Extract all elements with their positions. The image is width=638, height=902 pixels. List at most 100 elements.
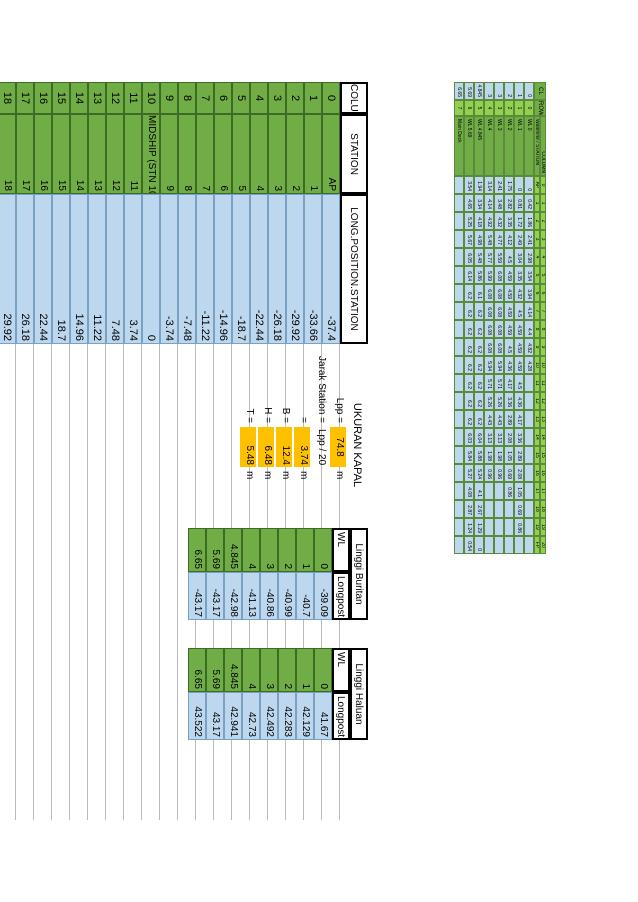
linggi_haluan-header-longpost: Longpost xyxy=(332,692,350,740)
station-long-position: -11.22 xyxy=(196,194,214,344)
offset-value: 2.41 xyxy=(494,176,504,194)
offset-value: 3.13 xyxy=(484,428,494,446)
offset-value: 4.92 xyxy=(484,212,494,230)
linggi_haluan-wl: 4.845 xyxy=(224,648,242,692)
station-long-position: -26.18 xyxy=(268,194,286,344)
offset-value: 3.13 xyxy=(494,428,504,446)
offset-value: 6.08 xyxy=(494,320,504,338)
offset-value: 0 xyxy=(524,176,534,194)
column-number: 7 xyxy=(540,302,546,320)
linggi_haluan-longpost: 42.73 xyxy=(242,692,260,740)
linggi_buritan-wl: 4 xyxy=(242,528,260,572)
station-long-position: -29.92 xyxy=(286,194,304,344)
offset-value: 4.59 xyxy=(514,356,524,374)
offset-value: 2.89 xyxy=(504,410,514,428)
offset-value: 4.82 xyxy=(524,338,534,356)
offset-value xyxy=(524,392,534,410)
linggi_haluan-longpost: 42.283 xyxy=(278,692,296,740)
offset-value xyxy=(454,410,464,428)
linggi_buritan-wl: 6.65 xyxy=(188,528,206,572)
offset-value: 4.59 xyxy=(504,320,514,338)
header-column: COLUMN xyxy=(540,116,546,176)
station-label: 12 xyxy=(106,114,124,194)
linggi_haluan-header-wl: WL xyxy=(332,648,350,692)
station-label: 8 xyxy=(178,114,196,194)
offset-value: 6.2 xyxy=(464,302,474,320)
offset-value xyxy=(454,248,464,266)
station-column-index: 9 xyxy=(160,82,178,114)
linggi_haluan-longpost: 42.129 xyxy=(296,692,314,740)
ukuran-value: 5.48 xyxy=(240,427,256,467)
station-column-index: 18 xyxy=(0,82,16,114)
station-name: 12 xyxy=(534,392,540,410)
station-name: 7 xyxy=(534,302,540,320)
ukuran-label: H = xyxy=(262,407,273,423)
offset-value: 3.54 xyxy=(524,266,534,284)
gridline xyxy=(159,344,160,820)
gridline xyxy=(177,344,178,820)
offset-value: 5.59 xyxy=(494,248,504,266)
row-number: 5 xyxy=(474,100,484,116)
offset-value: 0 xyxy=(474,536,484,554)
gridline xyxy=(51,344,52,820)
offset-value: 6.08 xyxy=(484,302,494,320)
offset-value: 0.96 xyxy=(494,464,504,482)
ukuran-value: 12.4 xyxy=(276,427,292,467)
gridline xyxy=(87,344,88,820)
station-column-index: 6 xyxy=(214,82,232,114)
waterline-name: WL 2 xyxy=(504,116,514,176)
station-name: 19 xyxy=(534,518,540,536)
linggi_haluan-wl: 2 xyxy=(278,648,296,692)
linggi_buritan-longpost: -43.17 xyxy=(206,572,224,620)
linggi_buritan-wl: 3 xyxy=(260,528,278,572)
station-name: FP xyxy=(534,536,540,554)
wl-height: 0 xyxy=(524,82,534,100)
offset-value: 4.28 xyxy=(524,356,534,374)
offset-value: 4.59 xyxy=(514,338,524,356)
header-column: COLUMN xyxy=(340,82,368,114)
station-column-index: 15 xyxy=(52,82,70,114)
station-long-position: -7.48 xyxy=(178,194,196,344)
offset-value: 0.86 xyxy=(514,518,524,536)
station-name: 17 xyxy=(534,482,540,500)
wl-height: 3 xyxy=(494,82,504,100)
station-label: 15 xyxy=(52,114,70,194)
gridline xyxy=(15,344,16,820)
offset-value: 6.2 xyxy=(474,338,484,356)
offset-value: 4.65 xyxy=(464,194,474,212)
ukuran-unit: m xyxy=(280,471,291,480)
offset-value: 5.88 xyxy=(474,446,484,464)
offset-value xyxy=(454,302,464,320)
column-number: 18 xyxy=(540,500,546,518)
offset-value: 6.08 xyxy=(484,284,494,302)
offset-value: 6.08 xyxy=(494,302,504,320)
column-number: 0 xyxy=(540,176,546,194)
offset-value xyxy=(504,536,514,554)
offset-value: 2.98 xyxy=(524,248,534,266)
station-column-index: 17 xyxy=(16,82,34,114)
column-number: 4 xyxy=(540,248,546,266)
station-column-index: 1 xyxy=(304,82,322,114)
offset-value xyxy=(484,500,494,518)
station-column-index: 7 xyxy=(196,82,214,114)
offset-value: 5.26 xyxy=(484,392,494,410)
station-label: 7 xyxy=(196,114,214,194)
offset-value: 5.71 xyxy=(484,374,494,392)
offset-value: 0.86 xyxy=(504,482,514,500)
column-number: 10 xyxy=(540,356,546,374)
station-name: 4 xyxy=(534,248,540,266)
column-number: 1 xyxy=(540,194,546,212)
station-name: 8 xyxy=(534,320,540,338)
gridline xyxy=(141,344,142,820)
offset-value: 4.59 xyxy=(504,284,514,302)
gridline xyxy=(123,344,124,820)
offset-value xyxy=(454,212,464,230)
offset-value: 2.08 xyxy=(514,464,524,482)
offset-value: 5.77 xyxy=(484,248,494,266)
offset-value: 5.27 xyxy=(464,464,474,482)
station-long-position: 3.74 xyxy=(124,194,142,344)
linggi_buritan-wl: 4.845 xyxy=(224,528,242,572)
offset-value xyxy=(524,410,534,428)
offset-value xyxy=(454,446,464,464)
